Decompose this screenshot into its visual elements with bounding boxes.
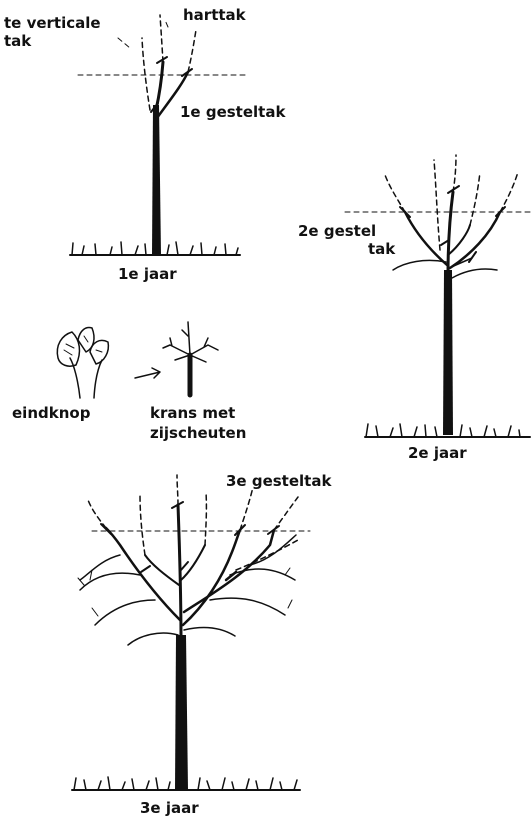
leader-extension-year3 <box>177 475 178 505</box>
branch-year3 <box>183 530 240 625</box>
label-3e-jaar: 3e jaar <box>140 799 199 817</box>
cut-mark <box>141 566 150 572</box>
vertical-branch-extension <box>142 38 150 110</box>
label-krans-met: krans met <box>150 404 235 422</box>
extension-year3 <box>205 492 206 545</box>
side-shoot <box>184 628 235 636</box>
label-2e-jaar: 2e jaar <box>408 444 467 462</box>
tree-year3 <box>72 475 310 790</box>
label-2e-gestel: 2e gestel <box>298 222 376 240</box>
branch-mid-year2 <box>448 225 470 255</box>
leader-year2 <box>448 192 453 275</box>
leader-extension-year1 <box>160 15 163 62</box>
tree-year1 <box>70 15 248 255</box>
extension-year3 <box>88 500 106 528</box>
extension-year3 <box>274 497 298 530</box>
side-shoot <box>80 573 140 590</box>
scaffold-extension-year1 <box>188 30 196 72</box>
bud-illustration <box>57 328 108 399</box>
trunk-year1 <box>152 105 161 255</box>
label-zijscheuten: zijscheuten <box>150 424 246 442</box>
label-1e-gesteltak: 1e gesteltak <box>180 103 286 121</box>
label-tak: tak <box>4 32 32 50</box>
cut-mark <box>496 207 505 216</box>
trunk-year2 <box>443 270 453 435</box>
extension-year3 <box>240 487 253 530</box>
leader-extension-year2 <box>453 155 456 192</box>
side-shoot <box>210 598 285 615</box>
arrow-harttak <box>165 20 168 27</box>
bud-detail <box>64 336 102 355</box>
bud-leaf <box>57 332 79 366</box>
bud-stalk <box>70 358 80 398</box>
side-shoot <box>452 269 497 278</box>
label-3e-gesteltak: 3e gesteltak <box>226 472 332 490</box>
whorl-shoots <box>163 322 218 362</box>
right-extension-year2 <box>500 172 518 212</box>
grass-year2 <box>366 424 520 437</box>
label-eindknop: eindknop <box>12 404 91 422</box>
branch-right-year2 <box>450 212 500 268</box>
branch-year3 <box>184 530 274 612</box>
bud-stalk <box>94 360 102 398</box>
arrow-icon <box>135 368 160 378</box>
cut-mark <box>181 562 188 570</box>
extension-year3 <box>236 540 298 570</box>
branch-year3 <box>181 545 205 580</box>
side-shoot <box>95 600 155 625</box>
side-shoot <box>393 260 446 270</box>
side-shoot <box>128 633 178 645</box>
left-extension-year2 <box>385 175 405 212</box>
cut-mark <box>101 524 111 534</box>
arrow-verticale <box>118 38 130 48</box>
trunk-year3 <box>175 635 188 790</box>
label-harttak: harttak <box>183 6 247 24</box>
tree-year2 <box>345 155 531 437</box>
vertical-extension-year2 <box>434 160 440 250</box>
branch-year3 <box>145 555 179 585</box>
label-1e-jaar: 1e jaar <box>118 265 177 283</box>
mid-extension-year2 <box>470 172 480 225</box>
label-te-verticale: te verticale <box>4 14 101 32</box>
whorl-illustration <box>163 322 218 395</box>
extension-year3 <box>140 495 145 555</box>
label-2e-tak: tak <box>368 240 396 258</box>
branch-left-year2 <box>405 212 447 265</box>
